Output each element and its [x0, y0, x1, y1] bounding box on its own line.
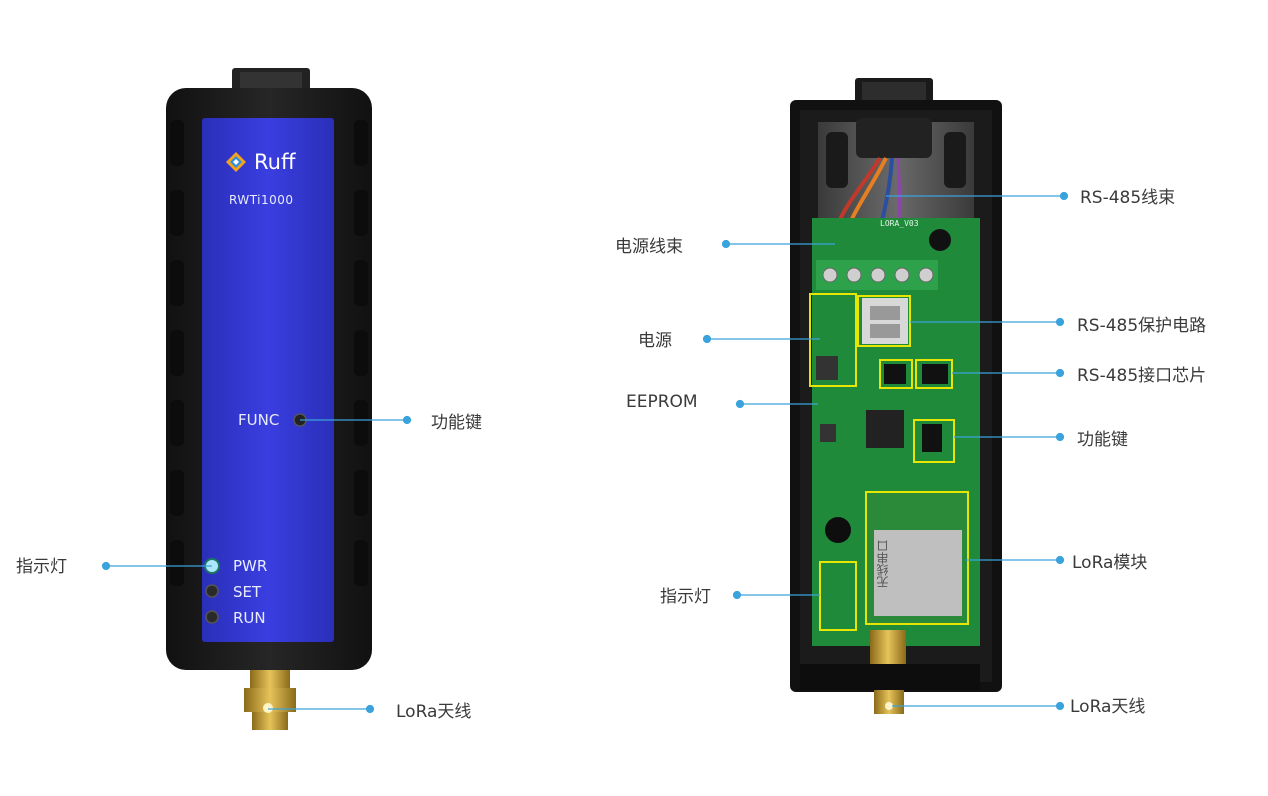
- callout-rs485-protect: RS-485保护电路: [1077, 316, 1207, 336]
- callout-rs485-harness: RS-485线束: [1080, 188, 1176, 208]
- front-panel: [202, 118, 334, 642]
- callout-rs485-chip: RS-485接口芯片: [1077, 366, 1207, 386]
- callout-lines: [101, 191, 1069, 714]
- antenna-connector-icon: [244, 670, 296, 730]
- func-label: FUNC: [238, 411, 280, 429]
- module-text: 无线串口: [876, 540, 890, 588]
- callout-lora-module: LoRa模块: [1072, 553, 1148, 573]
- set-label: SET: [233, 583, 262, 601]
- pcb-silkscreen: LORA_V03: [880, 219, 919, 228]
- pwr-label: PWR: [233, 557, 268, 575]
- brand-name: Ruff: [254, 150, 296, 174]
- callout-func-key-right: 功能键: [1077, 430, 1128, 450]
- ruff-logo-icon: [226, 152, 246, 172]
- callout-func-key: 功能键: [431, 413, 482, 433]
- callout-indicator: 指示灯: [16, 557, 67, 577]
- callout-power-harness: 电源线束: [615, 237, 683, 257]
- callout-indicator-right: 指示灯: [660, 587, 711, 607]
- closed-device: [166, 68, 372, 730]
- callout-antenna-right: LoRa天线: [1070, 697, 1146, 717]
- open-device: [790, 78, 1002, 714]
- callout-eeprom: EEPROM: [626, 392, 698, 412]
- run-label: RUN: [233, 609, 266, 627]
- callout-power: 电源: [638, 331, 672, 351]
- run-led-icon: [205, 610, 219, 624]
- set-led-icon: [205, 584, 219, 598]
- callout-antenna: LoRa天线: [396, 702, 472, 722]
- model-name: RWTi1000: [229, 193, 294, 207]
